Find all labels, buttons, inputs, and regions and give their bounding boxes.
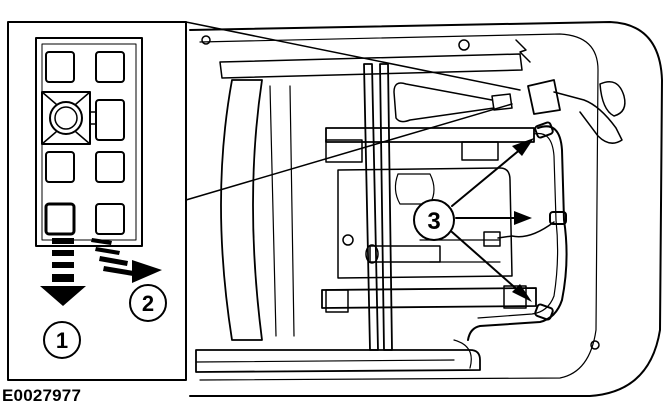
harness-clip-middle bbox=[549, 211, 567, 225]
seat-pan bbox=[337, 167, 513, 279]
terminal-cavity bbox=[95, 151, 125, 183]
arrow-2-dash bbox=[99, 256, 128, 266]
pivot-bolt bbox=[342, 234, 354, 246]
terminal-cavity bbox=[95, 99, 125, 141]
callout-2: 2 bbox=[129, 284, 167, 322]
actuator-rod bbox=[369, 245, 441, 263]
callout-1: 1 bbox=[43, 321, 81, 359]
cross-member-upper bbox=[325, 127, 535, 143]
left-cushion-roll bbox=[220, 79, 263, 341]
arrow-2-dash bbox=[95, 247, 120, 255]
seat-pan-rib bbox=[419, 239, 501, 263]
latch-corners bbox=[41, 91, 91, 145]
arrow-1-dash bbox=[52, 262, 74, 268]
terminal-cavity bbox=[45, 151, 75, 183]
leader-arrowhead-middle bbox=[514, 211, 532, 225]
seat-cushion-outline bbox=[189, 21, 663, 397]
callout-2-circle bbox=[129, 284, 167, 322]
terminal-cavity bbox=[95, 51, 125, 83]
leader-line-lower bbox=[451, 231, 521, 293]
arrow-2-dash bbox=[91, 238, 112, 245]
lightning-symbol bbox=[515, 39, 531, 63]
connector-latch bbox=[41, 91, 97, 145]
wiring-connector bbox=[527, 79, 561, 115]
callout-3-label: 3 bbox=[427, 208, 440, 235]
seat-track-left bbox=[363, 63, 379, 351]
leader-line-upper bbox=[451, 147, 523, 207]
leader-arrowhead-lower bbox=[512, 284, 532, 302]
terminal-cavity bbox=[95, 203, 125, 235]
bracket-upper-right bbox=[461, 141, 499, 161]
latch-inner-ring bbox=[54, 106, 78, 130]
arrow-1-head bbox=[40, 286, 86, 306]
arrow-2-dash bbox=[103, 266, 134, 276]
top-rail bbox=[219, 53, 523, 79]
callout-3-circle bbox=[413, 199, 455, 241]
pivot-bolt bbox=[590, 340, 600, 350]
harness-connector-mid bbox=[483, 231, 501, 247]
harness-clip-lower bbox=[534, 303, 554, 321]
pivot-bolt bbox=[201, 35, 211, 45]
connector-inset: 2 1 bbox=[7, 21, 521, 381]
callout-1-circle bbox=[43, 321, 81, 359]
arrow-1-dash bbox=[52, 250, 74, 256]
seat-track-right bbox=[379, 63, 393, 351]
seat-frame bbox=[189, 21, 663, 397]
zoom-line-top bbox=[185, 21, 521, 91]
wiring-harness-branch bbox=[497, 221, 555, 239]
actuator-end bbox=[365, 244, 379, 264]
bottom-rail-detail bbox=[195, 339, 472, 369]
harness-top-loop bbox=[393, 82, 495, 123]
arrow-step-1 bbox=[40, 238, 86, 306]
seat-cushion-inner-outline bbox=[199, 33, 599, 381]
arrow-step-2 bbox=[91, 238, 162, 283]
terminal-cavity-highlighted bbox=[44, 202, 76, 236]
harness-clip-upper bbox=[534, 121, 554, 139]
bracket-upper-left bbox=[325, 139, 363, 163]
connector-housing-inner bbox=[41, 43, 137, 241]
zoom-line-bottom bbox=[185, 103, 513, 201]
bracket-lower-left bbox=[325, 289, 349, 313]
inset-frame bbox=[7, 21, 187, 381]
figure-id: E0027977 bbox=[2, 386, 82, 405]
wiring-harness bbox=[467, 125, 568, 341]
callout-3-arrowheads bbox=[512, 138, 534, 302]
connector-housing bbox=[35, 37, 143, 247]
latch-tab bbox=[89, 111, 97, 125]
callout-3: 3 bbox=[413, 138, 534, 302]
wiring-connector-plug bbox=[491, 93, 513, 111]
arrow-1-dash bbox=[52, 274, 74, 282]
seat-pan-recess bbox=[394, 173, 435, 205]
harness-exit bbox=[553, 91, 623, 144]
arrow-2-head bbox=[132, 260, 162, 283]
pivot-bolt bbox=[458, 39, 470, 51]
arrow-1-dash bbox=[52, 238, 74, 244]
bottom-rail bbox=[195, 349, 481, 373]
callout-1-label: 1 bbox=[56, 328, 68, 353]
leader-arrowhead-upper bbox=[512, 138, 534, 156]
latch-outer-ring bbox=[49, 101, 83, 135]
wiring-harness-inner bbox=[477, 132, 559, 319]
callout-2-label: 2 bbox=[142, 291, 154, 316]
callout-3-leaders bbox=[451, 147, 523, 293]
harness-exit-plug bbox=[599, 81, 626, 117]
left-cushion-seam bbox=[269, 85, 295, 337]
terminal-cavities bbox=[44, 51, 125, 236]
cross-member-lower bbox=[321, 287, 537, 309]
terminal-cavity bbox=[45, 51, 75, 83]
